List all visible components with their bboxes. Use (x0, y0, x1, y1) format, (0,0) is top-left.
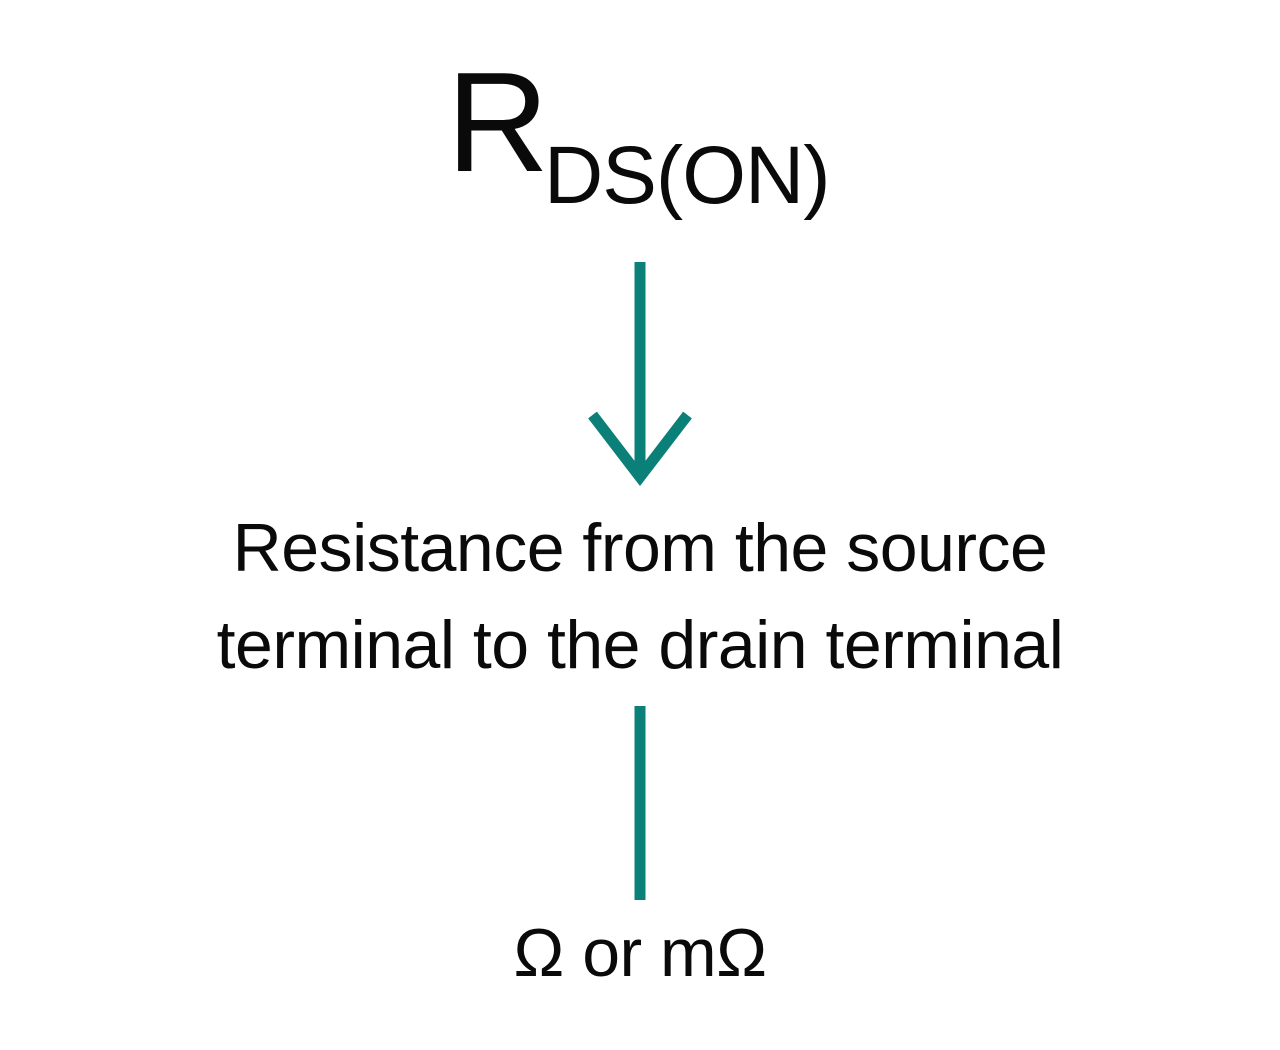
arrow-shaft (634, 262, 646, 476)
vertical-line-svg (634, 706, 646, 900)
units-text: Ω or mΩ (513, 915, 767, 991)
vertical-line-icon (600, 706, 680, 906)
parameter-symbol-subscript: DS(ON) (544, 130, 831, 221)
down-arrow-icon (580, 262, 700, 487)
connector-line (634, 706, 646, 900)
parameter-symbol-title: RDS(ON) (0, 52, 1280, 217)
arrow-head (588, 411, 692, 487)
description-text: Resistance from the source terminal to t… (0, 500, 1280, 693)
description-line-1: Resistance from the source (232, 510, 1048, 586)
down-arrow-svg (588, 262, 692, 487)
parameter-symbol-main: R (446, 43, 549, 202)
description-line-2: terminal to the drain terminal (216, 606, 1064, 683)
